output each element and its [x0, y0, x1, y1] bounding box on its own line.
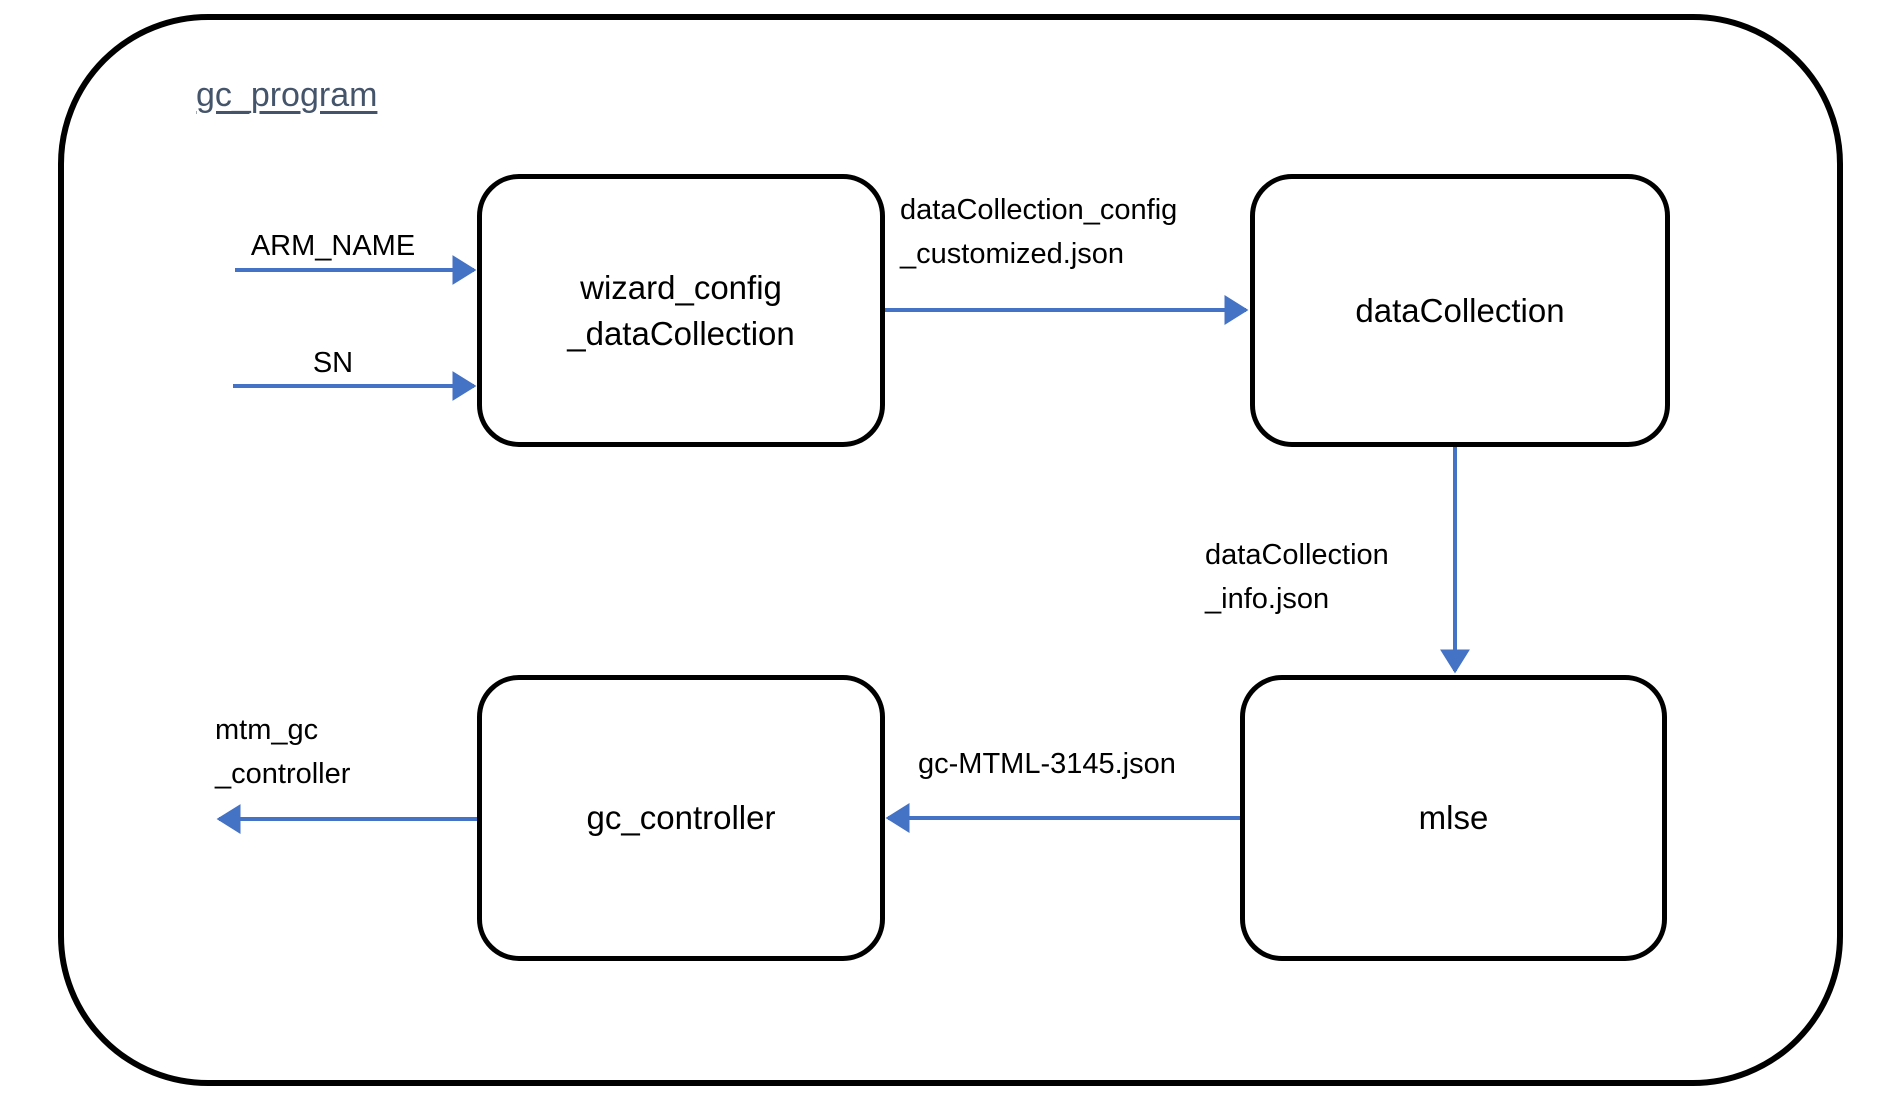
node-datacollection-label: dataCollection [1355, 291, 1565, 329]
edge-label-datacollection-info-line2: _info.json [1205, 583, 1330, 615]
edge-label-datacollection-config-line2: _customized.json [900, 238, 1125, 270]
node-datacollection: dataCollection [1250, 174, 1670, 447]
edge-label-datacollection-config-line1: dataCollection_config [900, 194, 1178, 226]
node-mlse: mlse [1240, 675, 1667, 961]
edge-label-sn: SN [312, 347, 354, 379]
gc-program-boundary [58, 14, 1843, 1086]
node-wizard-label-line2: _dataCollection [567, 314, 795, 352]
node-gc-controller-label: gc_controller [586, 799, 776, 836]
edge-label-gc-mtml-json: gc-MTML-3145.json [918, 748, 1176, 780]
node-mlse-label: mlse [1418, 799, 1489, 836]
edge-label-arm-name: ARM_NAME [250, 230, 416, 262]
program-title: gc_program [196, 76, 378, 114]
edge-label-datacollection-info-line1: dataCollection [1205, 539, 1389, 571]
edge-label-mtm-gc-controller-line1: mtm_gc [215, 714, 319, 746]
node-wizard-config-datacollection: wizard_config _dataCollection [477, 174, 885, 447]
edge-label-datacollection-info: dataCollection _info.json [1205, 533, 1389, 621]
node-wizard-label-line1: wizard_config [580, 268, 782, 306]
node-gc-controller: gc_controller [477, 675, 885, 961]
edge-label-datacollection-config: dataCollection_config _customized.json [900, 188, 1177, 276]
edge-label-mtm-gc-controller: mtm_gc _controller [215, 708, 350, 796]
edge-label-mtm-gc-controller-line2: _controller [215, 758, 351, 790]
